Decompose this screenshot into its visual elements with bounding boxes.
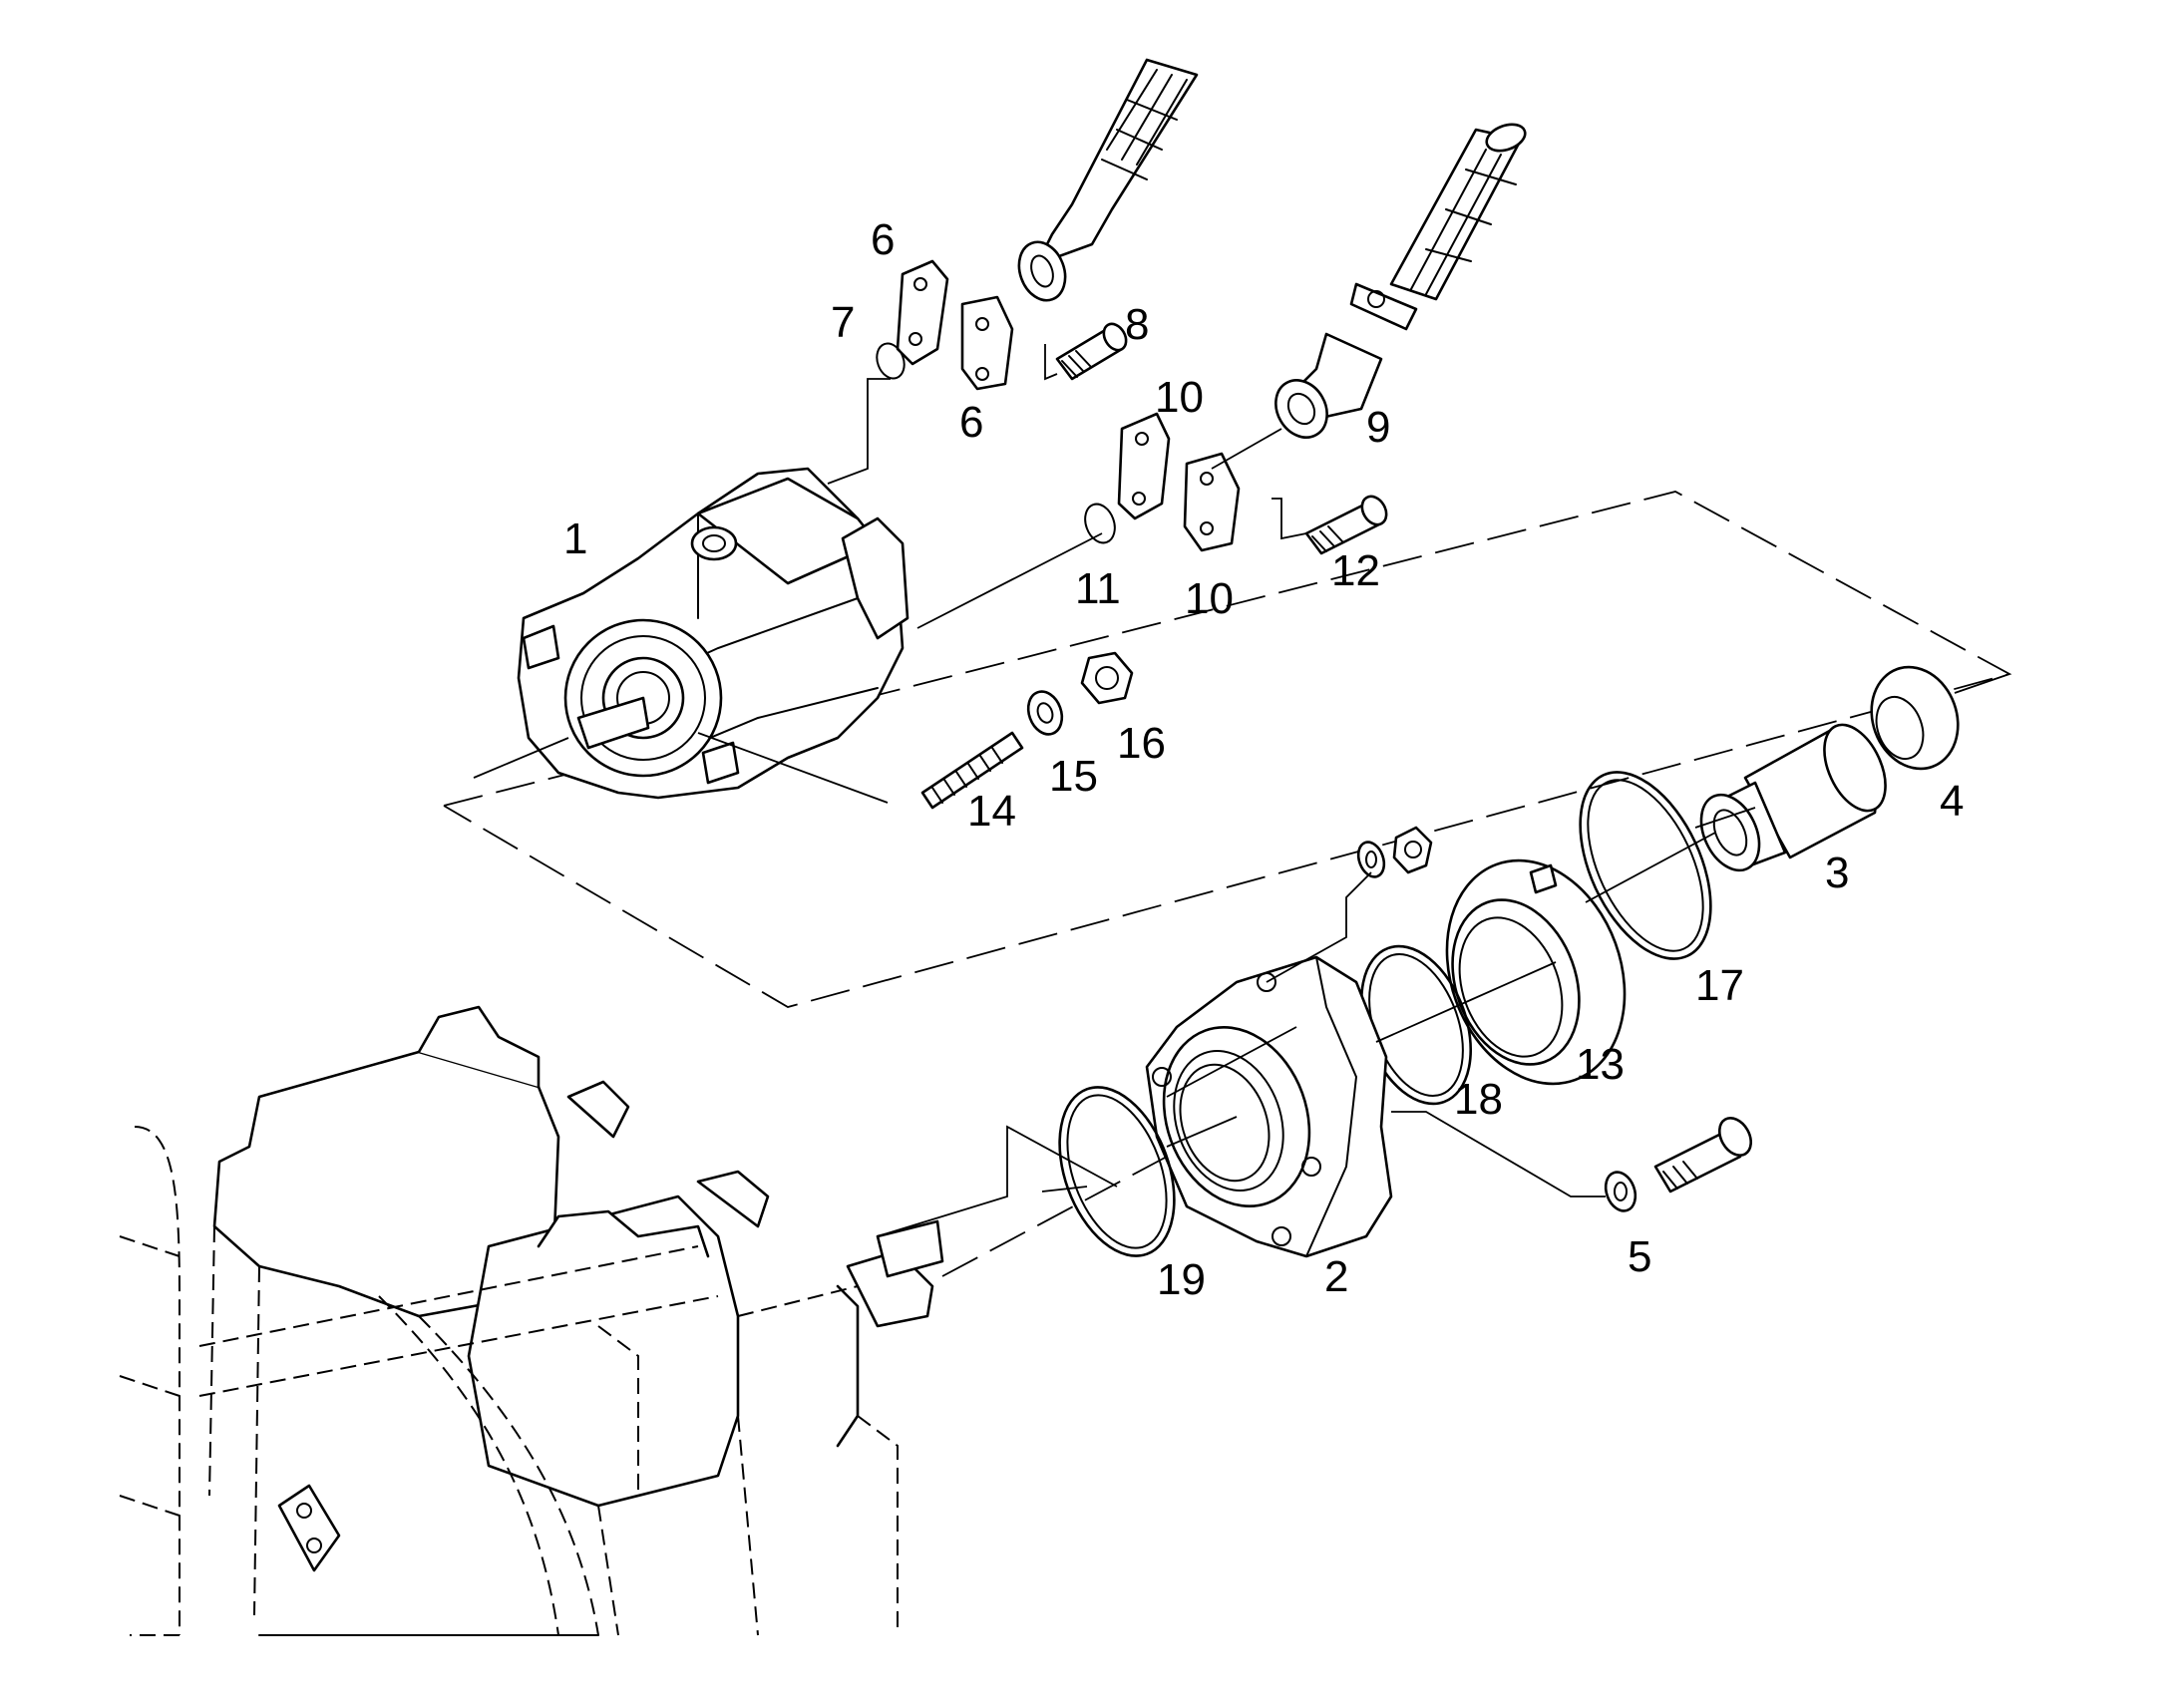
- o-ring-17-inner: [1587, 779, 1704, 952]
- callout-10-upper: 10: [1155, 373, 1204, 422]
- elbow-fitting-9: [1274, 332, 1383, 439]
- callout-8: 8: [1125, 300, 1149, 349]
- callout-2: 2: [1324, 1252, 1348, 1301]
- callout-12: 12: [1331, 546, 1380, 595]
- callout-11: 11: [1075, 564, 1121, 613]
- callout-14: 14: [967, 787, 1016, 836]
- flange-half-6-upper: [896, 259, 949, 366]
- suction-hose: [1349, 123, 1527, 331]
- callout-7: 7: [831, 298, 855, 347]
- callout-10-lower: 10: [1185, 574, 1234, 623]
- flange-half-10-upper: [1117, 412, 1171, 520]
- cap-screw-12: [1304, 495, 1388, 555]
- o-ring-7: [876, 342, 906, 380]
- small-washer: [1356, 841, 1386, 878]
- callout-3: 3: [1825, 849, 1849, 897]
- adapter-ring-13: [1445, 858, 1627, 1086]
- callout-16: 16: [1117, 719, 1166, 768]
- flange-half-6-lower: [960, 295, 1014, 391]
- coupling-sleeve-3: [1699, 723, 1887, 872]
- cap-screw-5: [1653, 1117, 1753, 1194]
- flange-half-10-lower: [1183, 452, 1241, 552]
- callout-4: 4: [1940, 777, 1964, 826]
- washer-15: [1026, 690, 1064, 736]
- callout-13: 13: [1576, 1040, 1625, 1089]
- callout-17: 17: [1695, 961, 1744, 1010]
- callout-15: 15: [1049, 752, 1098, 801]
- transmission-housing: [119, 1005, 944, 1636]
- bearing-4: [1870, 665, 1960, 771]
- callout-18: 18: [1454, 1075, 1503, 1124]
- washer-5: [1604, 1171, 1637, 1212]
- callout-5: 5: [1628, 1232, 1651, 1281]
- mounting-flange-2: [1145, 955, 1393, 1258]
- callouts: 1 2 3 4 5 6 6 7 8 9 10 10 11 12 13 14 15…: [563, 215, 1964, 1304]
- callout-6-upper: 6: [871, 215, 895, 264]
- hex-nut-16: [1080, 651, 1134, 705]
- o-ring-19-inner: [1066, 1094, 1168, 1249]
- o-ring-17: [1579, 771, 1712, 960]
- small-nut: [1392, 826, 1433, 874]
- callout-6-lower: 6: [959, 398, 983, 447]
- leader-lines: [473, 344, 2010, 1277]
- hydraulic-pump-1: [517, 467, 909, 800]
- callout-19: 19: [1157, 1255, 1206, 1304]
- o-ring-11: [1084, 503, 1116, 544]
- cap-screw-8: [1055, 322, 1128, 381]
- callout-9: 9: [1366, 403, 1390, 452]
- pressure-hose: [1017, 58, 1199, 302]
- callout-1: 1: [563, 514, 587, 563]
- stud-14: [920, 731, 1024, 810]
